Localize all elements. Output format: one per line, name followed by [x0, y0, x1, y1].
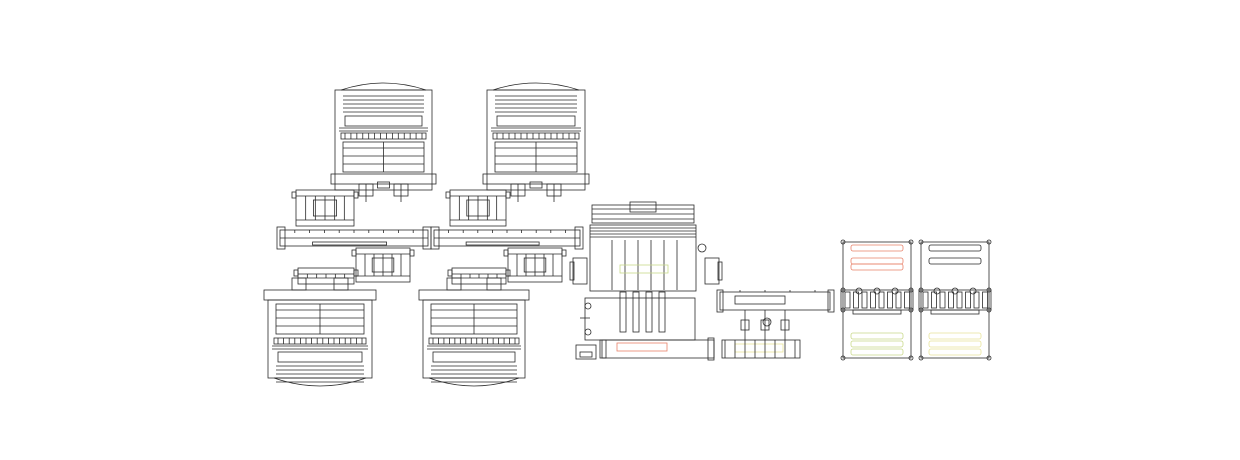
bottom-machine-1	[263, 277, 377, 387]
packing-cell-1	[840, 239, 914, 361]
rack-3	[351, 247, 415, 283]
robot-conveyor-cell	[716, 289, 835, 359]
rack-2	[445, 189, 511, 227]
packing-cell-2	[918, 239, 992, 361]
top-machine-2	[482, 82, 590, 202]
rack-4	[503, 247, 567, 283]
center-assembly-machine	[569, 201, 723, 361]
transfer-conveyor-2	[430, 226, 584, 250]
bottom-machine-2	[418, 277, 530, 387]
rack-5	[293, 267, 359, 285]
top-machine-1	[330, 82, 437, 202]
production-line-layout	[263, 82, 992, 387]
rack-6	[447, 267, 511, 285]
rack-1	[291, 189, 359, 227]
transfer-conveyor-1	[276, 226, 432, 250]
